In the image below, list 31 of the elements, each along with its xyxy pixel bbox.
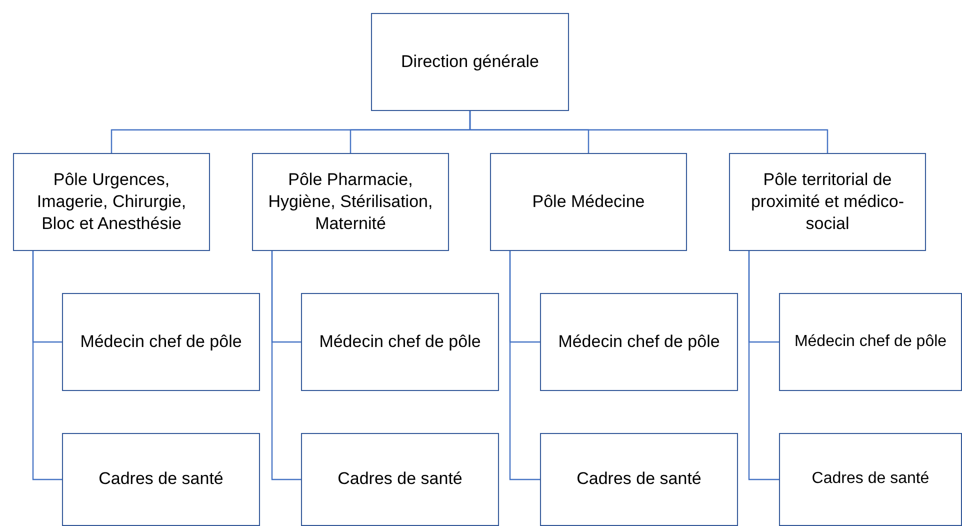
box-label: Médecin chef de pôle <box>80 330 242 353</box>
org-box <box>62 293 260 391</box>
org-box <box>301 433 499 526</box>
org-box <box>252 153 449 251</box>
box-label: Cadres de santé <box>338 468 462 490</box>
box-label: Médecin chef de pôle <box>558 330 720 353</box>
org-box <box>540 433 738 526</box>
box-label: Cadres de santé <box>98 468 224 490</box>
connector-line <box>32 251 62 480</box>
connector-line <box>748 251 779 480</box>
org-box <box>779 293 962 391</box>
box-label: Médecin chef de pôle <box>794 332 947 352</box>
org-box <box>540 293 738 391</box>
connector-line <box>469 111 828 153</box>
box-label: Pôle Pharmacie, Hygiène, Stérilisation, Maternité <box>267 168 434 236</box>
connector-line <box>271 251 301 480</box>
org-box <box>371 13 569 111</box>
box-label: Pôle Médecine <box>532 190 645 213</box>
org-box <box>13 153 210 251</box>
org-box <box>779 433 962 526</box>
box-label: Médecin chef de pôle <box>319 330 481 353</box>
org-box <box>490 153 687 251</box>
box-label: Pôle Urgences, Imagerie, Chirurgie, Bloc et Anesthésie <box>36 168 188 236</box>
box-label: Pôle territorial de proximité et médico-social <box>750 168 906 236</box>
org-box <box>301 293 499 391</box>
box-label: Cadres de santé <box>576 468 702 490</box>
box-label: Cadres de santé <box>812 469 930 490</box>
org-box <box>729 153 926 251</box>
org-box <box>62 433 260 526</box>
box-label: Direction générale <box>401 50 539 73</box>
connector-line <box>509 251 540 480</box>
